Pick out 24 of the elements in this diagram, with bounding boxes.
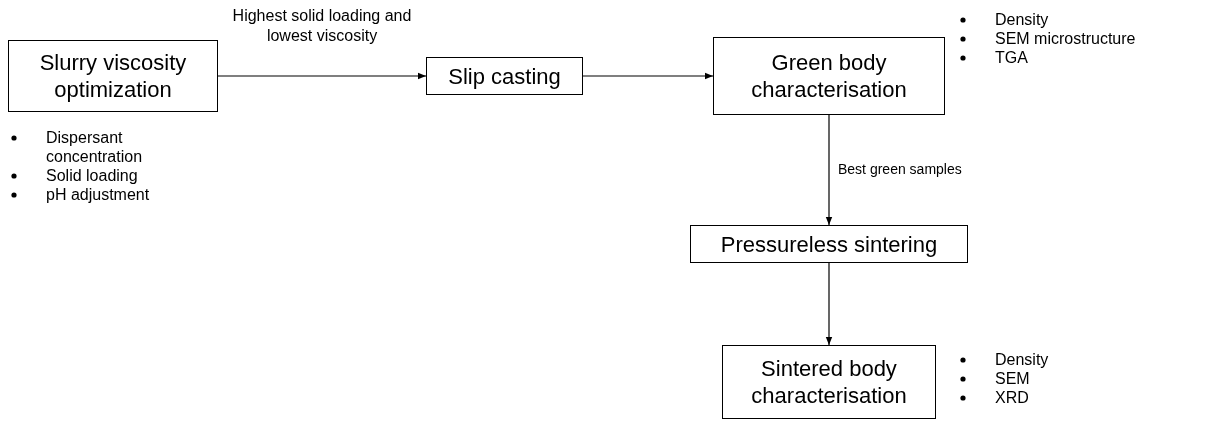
process-box — [426, 57, 583, 95]
process-box — [690, 225, 968, 263]
bullet-item: Dispersant concentration — [6, 128, 206, 166]
process-box — [8, 40, 218, 112]
bullet-item: Density — [955, 350, 1075, 369]
bullet-item: Density — [955, 10, 1185, 29]
bullet-item: SEM microstructure — [955, 29, 1185, 48]
arrow — [825, 262, 833, 346]
bullet-item: XRD — [955, 388, 1075, 407]
box-text: Sintered body characterisation — [750, 355, 908, 409]
process-box — [722, 345, 936, 419]
arrow — [217, 72, 427, 80]
process-box — [713, 37, 945, 115]
box-text: Slurry viscosity optimization — [38, 49, 188, 103]
bullet-item: SEM — [955, 369, 1075, 388]
box-text: Green body characterisation — [750, 49, 908, 103]
box-text: Pressureless sintering — [720, 230, 938, 258]
edge-label: Best green samples — [838, 160, 962, 178]
bullet-item: Solid loading — [6, 166, 206, 185]
box-text: Slip casting — [448, 62, 561, 90]
arrow — [582, 72, 714, 80]
bullet-item: TGA — [955, 48, 1185, 67]
bullet-item: pH adjustment — [6, 185, 206, 204]
arrow — [825, 114, 833, 226]
